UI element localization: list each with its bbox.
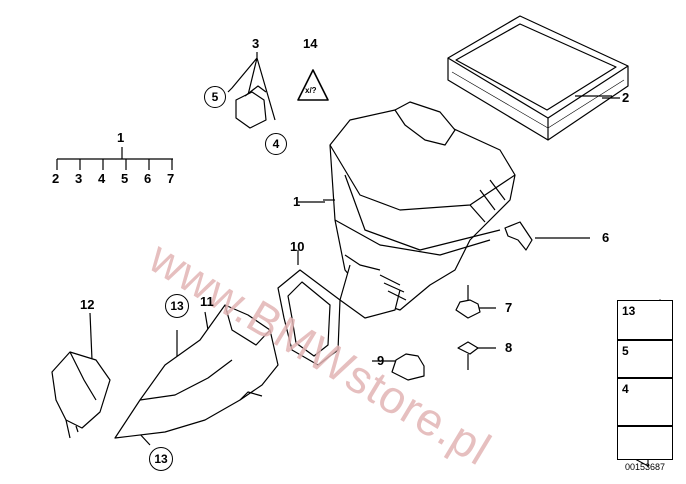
document-number: 00153687 (625, 462, 666, 472)
callout-13-top-circle: 13 (165, 294, 189, 318)
side-panel-item-4: 4 (617, 378, 673, 426)
side-panel-item-13: 13 (617, 300, 673, 340)
callout-1: 1 (117, 130, 125, 145)
callout-1-sub-7: 7 (167, 171, 175, 186)
callout-3: 3 (252, 36, 260, 51)
side-panel-arrow-box (617, 426, 673, 460)
warning-triangle-symbol: x/? (305, 86, 317, 95)
callout-5-circle: 5 (204, 86, 226, 108)
callout-4-circle: 4 (265, 133, 287, 155)
callout-13-bottom-circle: 13 (149, 447, 173, 471)
callout-1-sub-4: 4 (98, 171, 106, 186)
side-panel-label: 5 (622, 344, 629, 358)
callout-1-sub-5: 5 (121, 171, 129, 186)
callout-11: 11 (200, 294, 214, 309)
air-box-housing-drawing (323, 101, 516, 319)
callout-6: 6 (602, 230, 610, 245)
callout-14: 14 (303, 36, 318, 51)
callout-7: 7 (505, 300, 513, 315)
side-panel-label: 4 (622, 382, 629, 396)
callout-9: 9 (377, 353, 385, 368)
callout-8: 8 (505, 340, 513, 355)
callout-1-sub-3: 3 (75, 171, 83, 186)
side-panel-item-5: 5 (617, 340, 673, 378)
callout-10: 10 (290, 239, 305, 254)
callout-housing-1: 1 (293, 194, 301, 209)
air-filter-element-drawing (447, 15, 629, 141)
side-panel-label: 13 (622, 304, 636, 318)
callout-1-sub-6: 6 (144, 171, 152, 186)
callout-2: 2 (622, 90, 630, 105)
callout-12: 12 (80, 297, 95, 312)
callout-1-sub-2: 2 (52, 171, 60, 186)
